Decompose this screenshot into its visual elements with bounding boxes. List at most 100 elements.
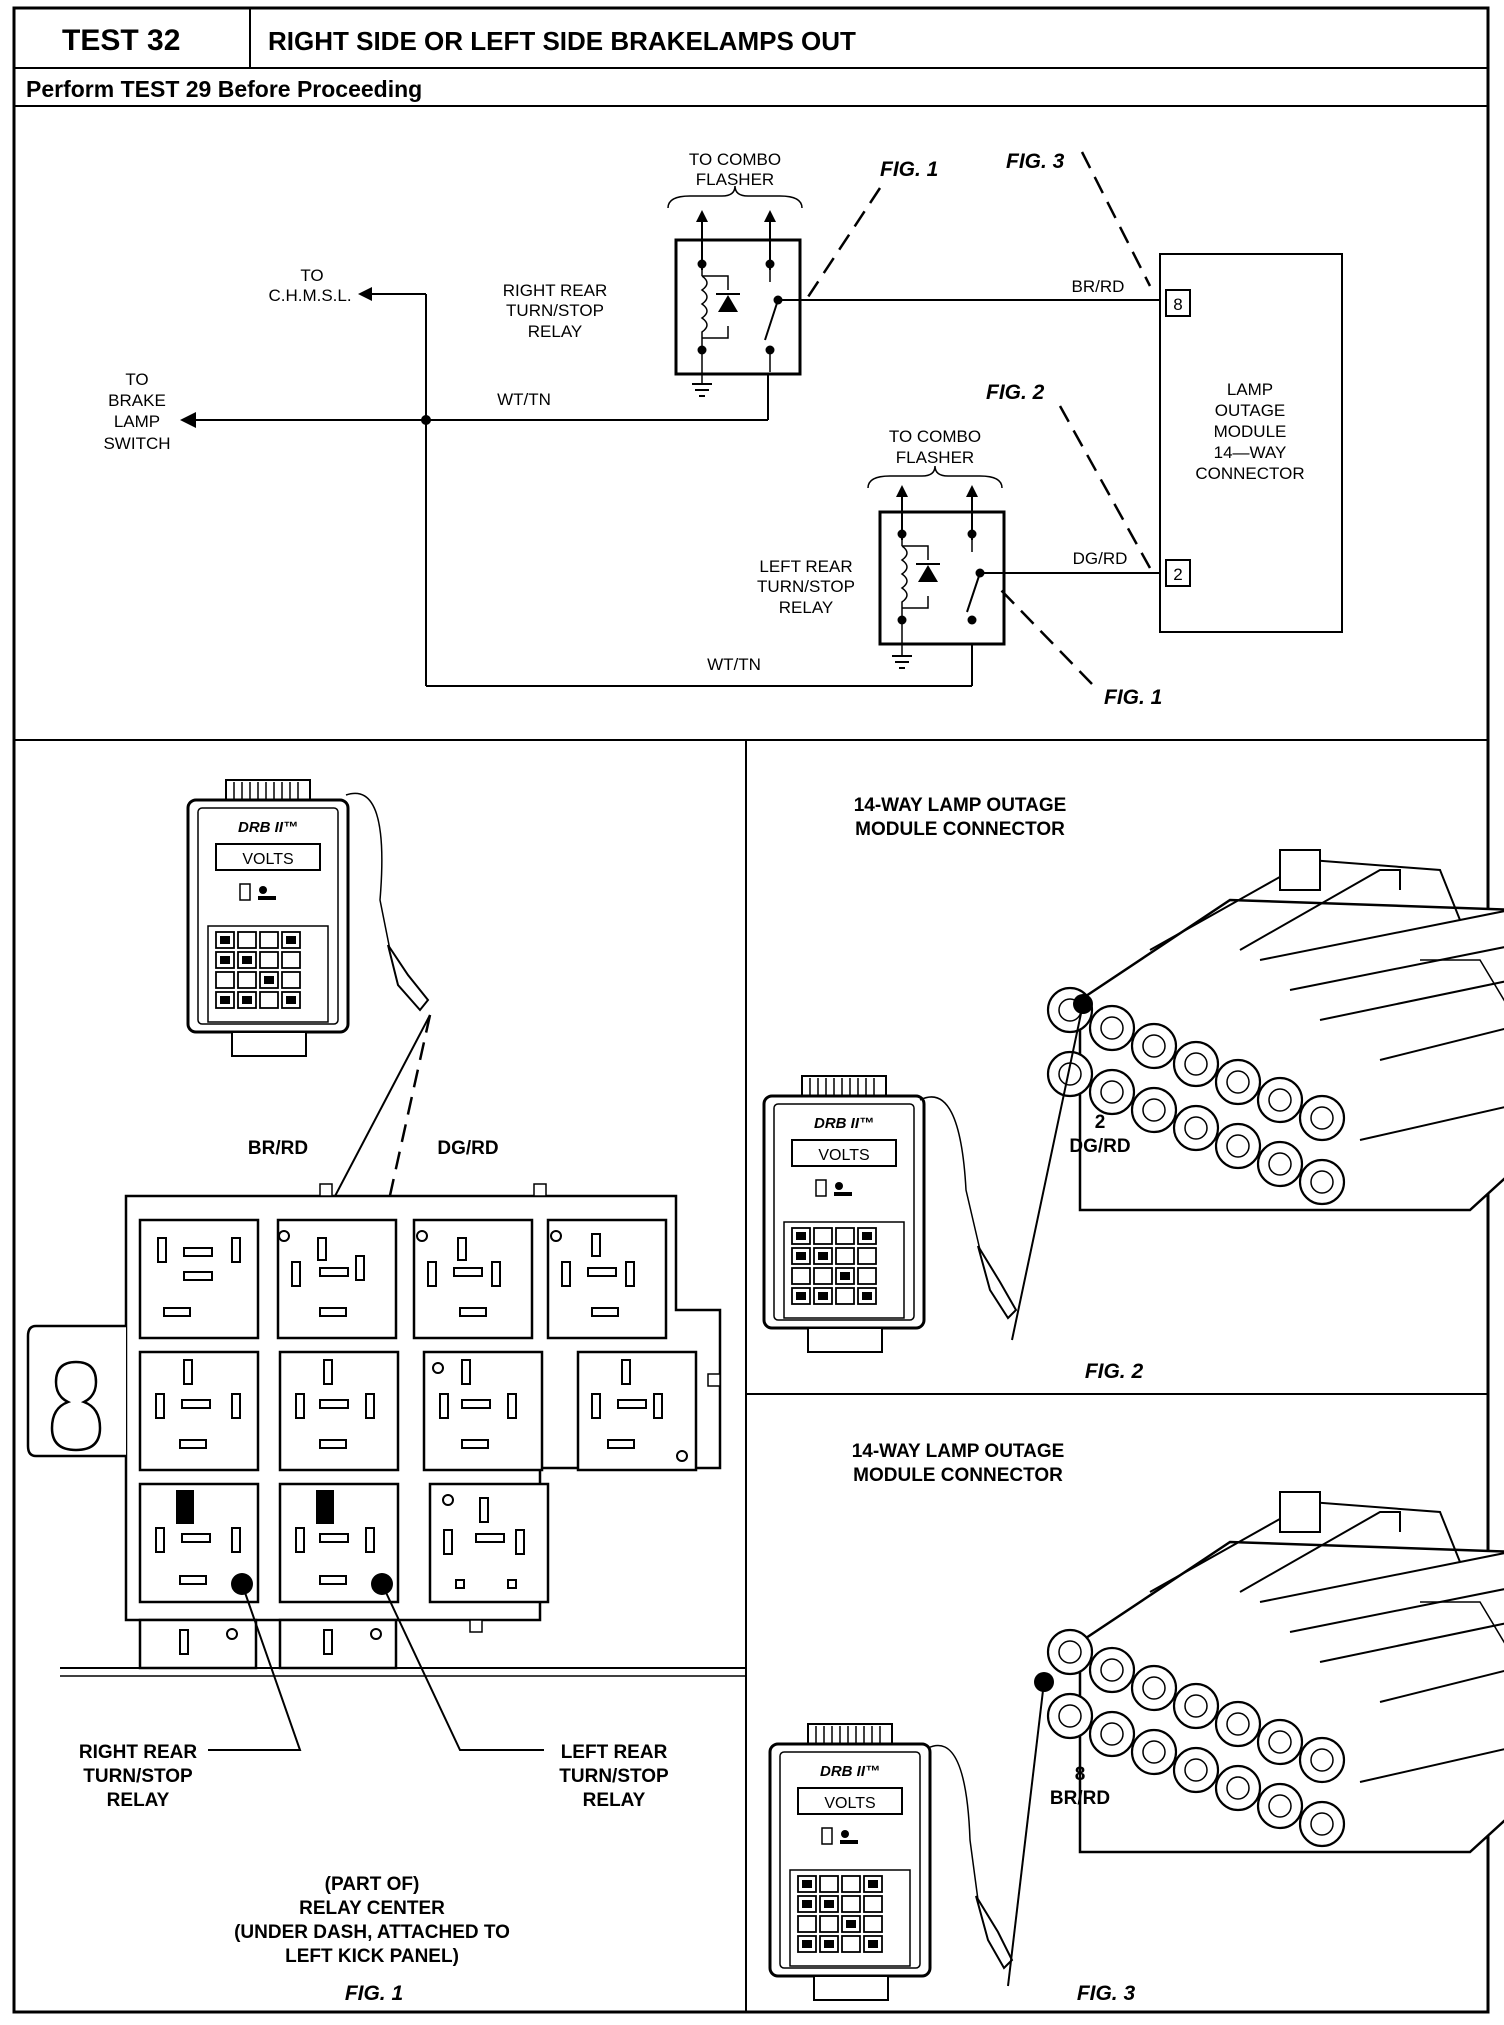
fig1-leader-bottom [995,584,1093,685]
fig1-callout-top: FIG. 1 [880,158,938,181]
combo-flasher-top-2: FLASHER [696,170,774,189]
mounting-tab [26,1324,126,1458]
flasher-brace-top [667,185,803,209]
fig2-pin-number: 2 [1095,1112,1106,1133]
fig1-callout-bottom: FIG. 1 [1104,686,1162,709]
left-rear-relay: TO COMBO FLASHER LEFT REAR TURN/STOP REL… [757,427,1160,669]
page-title: RIGHT SIDE OR LEFT SIDE BRAKELAMPS OUT [268,26,856,56]
combo-flasher-top-1: TO COMBO [689,150,781,169]
relay-center-label-1: (PART OF) [325,1874,420,1895]
relay-contact-icon [966,572,981,613]
probe-tip-icon [975,1895,1014,1970]
wt-tn-label-bottom: WT/TN [707,655,761,674]
wiring-schematic: TO C.H.M.S.L. TO BRAKE LAMP SWITCH WT/TN… [103,150,1343,709]
up-arrow-icon [966,485,978,497]
relay-coil-icon [900,534,908,620]
tester-display: VOLTS [818,1147,869,1164]
pin-8-label: 8 [1173,295,1182,314]
fig3-pin-wire: BR/RD [1050,1788,1110,1809]
to-brake-label-1: TO [125,370,148,389]
relay-center-label-2: RELAY CENTER [299,1898,445,1919]
drb-ii-tester: DRB II™ VOLTS [762,1074,926,1354]
left-relay-label-2: TURN/STOP [757,577,855,596]
fig1-caption: FIG. 1 [345,1982,403,2005]
dg-rd-terminal [316,1490,334,1524]
pin-8-box [1165,289,1191,317]
tester-display: VOLTS [824,1795,875,1812]
br-rd-label: BR/RD [1072,277,1125,296]
fig1-left-relay-label-3: RELAY [583,1790,646,1811]
right-relay-label-2: TURN/STOP [506,301,604,320]
module-label-3: MODULE [1214,422,1287,441]
fig3-connector-panel: 14-WAY LAMP OUTAGE MODULE CONNECTOR DRB … [768,1441,1504,2005]
probe-lead [927,1744,979,1901]
keyhole-icon [50,1360,102,1452]
up-arrow-icon [896,485,908,497]
fig3-callout: FIG. 3 [1006,150,1065,173]
diode-icon [718,295,738,312]
fig3-title-2: MODULE CONNECTOR [853,1465,1063,1486]
fig1-left-relay-label-1: LEFT REAR [561,1742,668,1763]
to-brake-label-4: SWITCH [103,434,170,453]
lamp-outage-connector [1046,1490,1504,1854]
probe-tip-icon [387,944,430,1012]
tester-brand: DRB II™ [814,1115,874,1132]
relay-coil-icon [700,264,708,350]
fig3-leader [1080,151,1152,287]
right-relay-box [674,238,802,376]
fig3-pin-number: 8 [1075,1764,1086,1785]
relay-center-label-3: (UNDER DASH, ATTACHED TO [234,1922,510,1943]
fig2-title-1: 14-WAY LAMP OUTAGE [854,795,1067,816]
brake-switch-arrow-icon [180,412,196,428]
tester-display: VOLTS [242,851,293,868]
tester-brand: DRB II™ [820,1763,880,1780]
probe-lead [919,1096,981,1251]
left-relay-leader [381,1583,544,1751]
module-label-1: LAMP [1227,380,1273,399]
dg-rd-label: DG/RD [1073,549,1128,568]
module-label-5: CONNECTOR [1195,464,1304,483]
probe-lead [345,792,391,951]
to-brake-label-3: LAMP [114,412,160,431]
br-rd-terminal [176,1490,194,1524]
fig2-callout: FIG. 2 [986,381,1045,404]
to-brake-label-2: BRAKE [108,391,166,410]
relay-center-label-4: LEFT KICK PANEL) [285,1946,459,1967]
drb-ii-tester: DRB II™ VOLTS [186,778,350,1058]
probe-line [1011,1003,1084,1341]
test-number: TEST 32 [62,24,180,57]
fig1-br-rd-label: BR/RD [248,1138,308,1159]
to-chmsl-label-1: TO [300,266,323,285]
up-arrow-icon [696,210,708,222]
probe-tip-icon [977,1245,1018,1320]
flasher-brace-bottom [867,465,1003,489]
up-arrow-icon [764,210,776,222]
pin-2-box [1165,559,1191,587]
fig1-right-relay-label-2: TURN/STOP [83,1766,193,1787]
page-subtitle: Perform TEST 29 Before Proceeding [26,76,422,102]
fig2-leader [1058,405,1152,569]
tester-brand: DRB II™ [238,819,298,836]
fig1-dg-rd-label: DG/RD [437,1138,498,1159]
fig1-right-relay-label-3: RELAY [107,1790,170,1811]
module-label-2: OUTAGE [1215,401,1286,420]
relay-terminals [155,1233,663,1655]
fig1-right-relay-label-1: RIGHT REAR [79,1742,198,1763]
right-relay-label-1: RIGHT REAR [503,281,608,300]
combo-flasher-bottom-1: TO COMBO [889,427,981,446]
right-relay-label-3: RELAY [528,322,583,341]
fig1-relay-center-panel: DRB II™ VOLTS BR/RD DG/RD [26,778,746,2005]
right-relay-leader [208,1583,302,1751]
fig3-caption: FIG. 3 [1077,1982,1136,2005]
combo-flasher-bottom-2: FLASHER [896,448,974,467]
left-relay-label-3: RELAY [779,598,834,617]
fig1-left-relay-label-2: TURN/STOP [559,1766,669,1787]
diode-icon [918,565,938,582]
wt-tn-label-top: WT/TN [497,390,551,409]
fig2-caption: FIG. 2 [1085,1360,1144,1383]
pin-2-label: 2 [1173,565,1182,584]
fig3-title-1: 14-WAY LAMP OUTAGE [852,1441,1065,1462]
fig2-connector-panel: 14-WAY LAMP OUTAGE MODULE CONNECTOR DRB … [762,795,1504,1383]
